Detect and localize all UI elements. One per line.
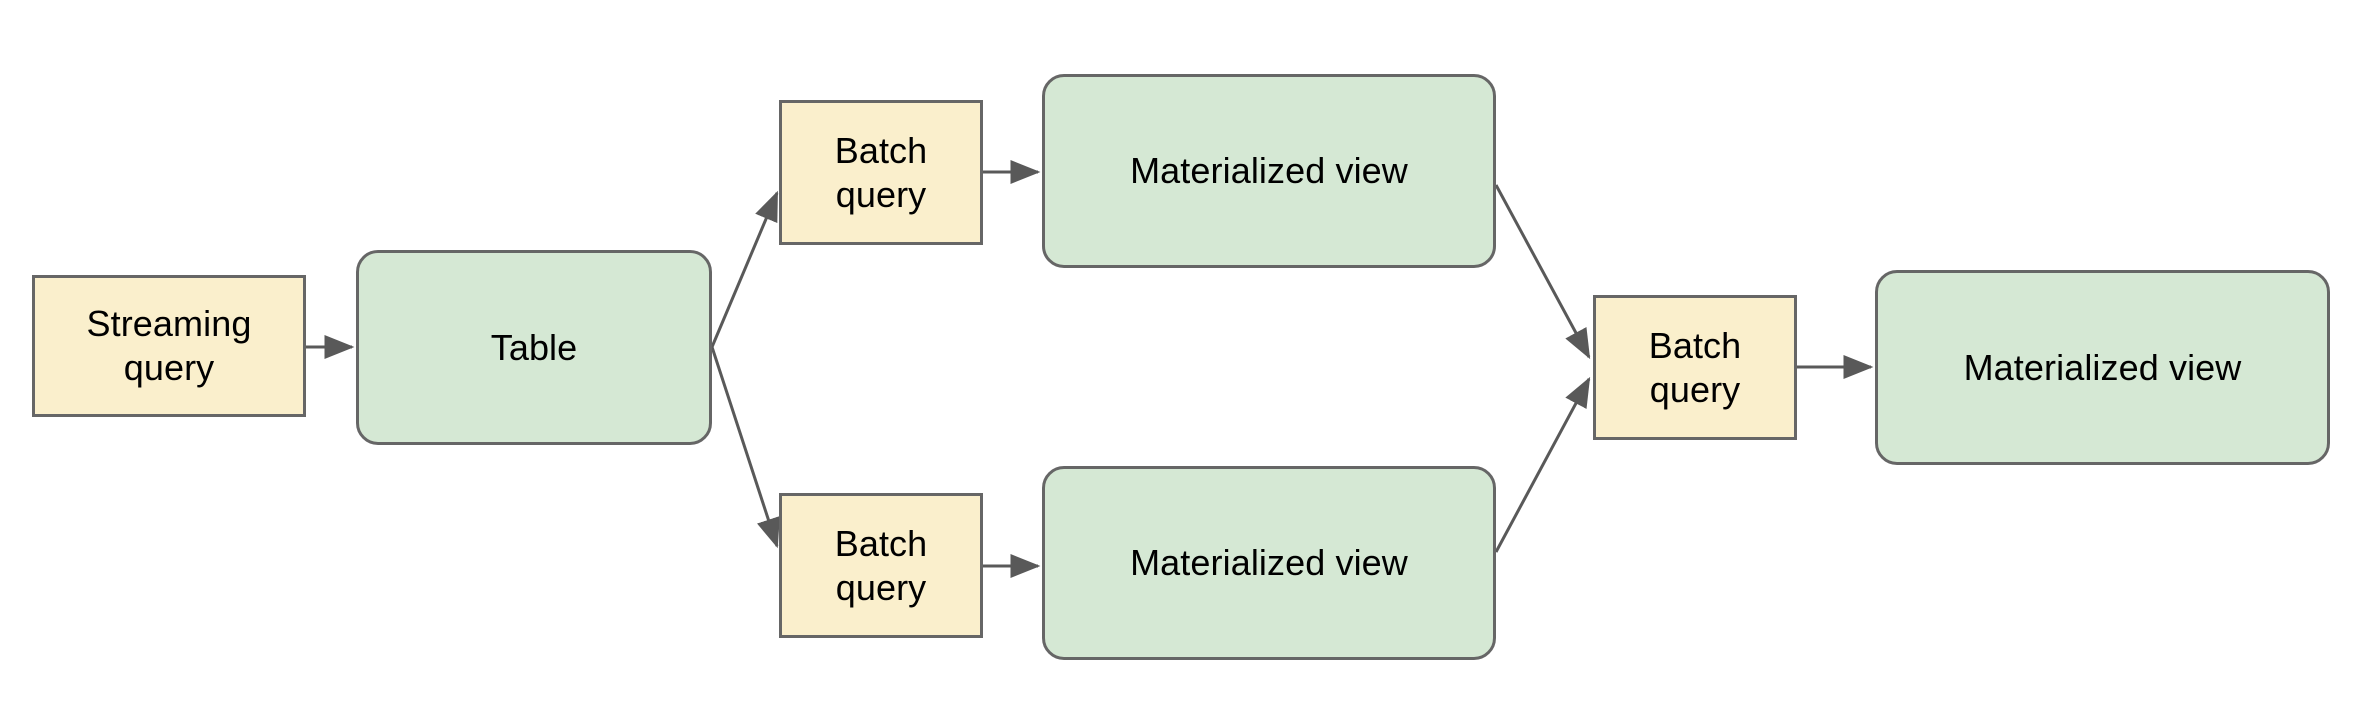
node-batch-query-merge[interactable]: Batch query — [1593, 295, 1797, 440]
edge-mv-bottom-to-batch-merge — [1494, 376, 1591, 553]
node-batch-query-top-label: Batch query — [834, 129, 928, 215]
node-streaming-query[interactable]: Streaming query — [32, 275, 306, 417]
edge-table-to-batch-top — [710, 190, 779, 348]
node-materialized-view-top[interactable]: Materialized view — [1042, 74, 1496, 268]
node-table-label: Table — [490, 326, 578, 368]
node-materialized-view-top-label: Materialized view — [1130, 150, 1408, 192]
node-materialized-view-final-label: Materialized view — [1963, 346, 2242, 388]
node-batch-query-top[interactable]: Batch query — [779, 100, 983, 245]
node-streaming-query-label: Streaming query — [86, 303, 252, 388]
node-batch-query-bottom-label: Batch query — [834, 522, 928, 608]
edge-mv-top-to-batch-merge — [1494, 184, 1591, 360]
node-materialized-view-final[interactable]: Materialized view — [1875, 270, 2330, 465]
node-materialized-view-bottom-label: Materialized view — [1130, 542, 1408, 584]
node-materialized-view-bottom[interactable]: Materialized view — [1042, 466, 1496, 660]
node-table[interactable]: Table — [356, 250, 712, 445]
node-batch-query-merge-label: Batch query — [1648, 324, 1742, 410]
node-batch-query-bottom[interactable]: Batch query — [779, 493, 983, 638]
edge-table-to-batch-bottom — [710, 346, 780, 549]
